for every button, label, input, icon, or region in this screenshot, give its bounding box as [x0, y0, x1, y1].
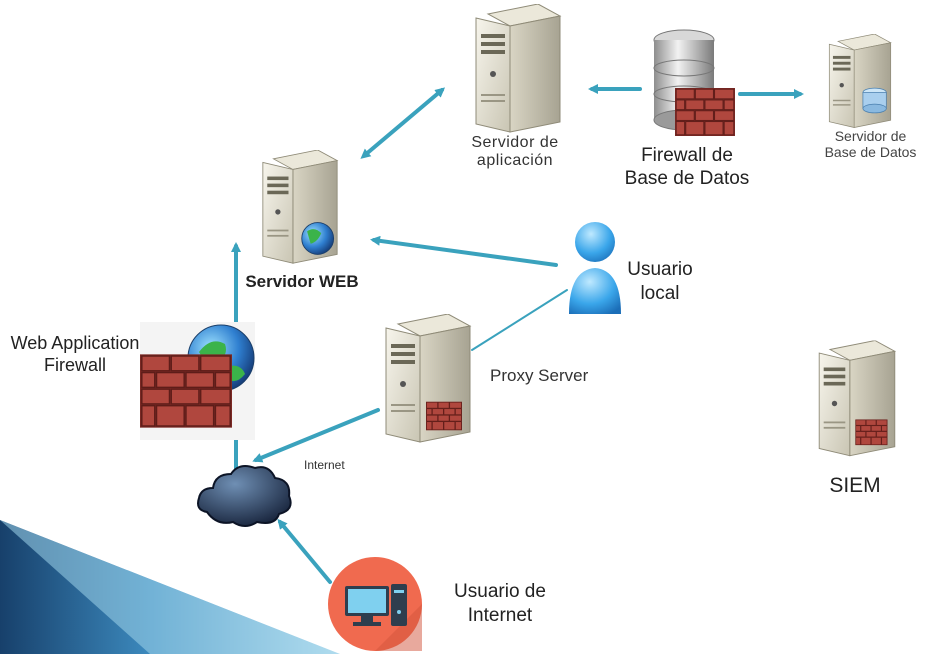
siem-label: SIEM	[829, 474, 881, 497]
arrow-iuser-internet	[277, 518, 332, 584]
cloud-icon	[197, 465, 292, 527]
arrow-proxy-internet	[252, 408, 380, 463]
db-server-icon	[820, 34, 900, 129]
app-server-icon	[458, 4, 578, 134]
proxy-server-icon	[378, 314, 478, 444]
waf-label-line2: Firewall	[43, 355, 106, 375]
db-firewall-brick-icon	[670, 88, 740, 136]
internet-label: Internet	[304, 458, 345, 472]
app-server-label: Servidor de aplicación	[440, 134, 590, 170]
waf-brick-icon	[140, 352, 232, 430]
web-server-icon	[250, 150, 350, 265]
local-user-label: Usuario local	[615, 258, 705, 306]
arrow-web-app	[360, 87, 446, 159]
local-user-label-line2: local	[640, 283, 680, 304]
internet-user-label-line1: Usuario de	[454, 581, 546, 602]
db-firewall-label-line2: Base de Datos	[624, 168, 750, 189]
waf-label-line1: Web Application	[10, 333, 140, 353]
waf-label: Web Application Firewall	[0, 332, 150, 376]
computer-icon	[328, 557, 422, 651]
db-server-label: Servidor de Base de Datos	[800, 128, 941, 160]
db-server-label-line2: Base de Datos	[824, 144, 917, 160]
proxy-server-label: Proxy Server	[490, 366, 589, 385]
local-user-label-line1: Usuario	[627, 259, 693, 280]
db-server-label-line1: Servidor de	[834, 128, 907, 144]
app-server-label-line1: Servidor de	[471, 134, 559, 151]
db-firewall-label: Firewall de Base de Datos	[612, 144, 762, 190]
arrow-user-web	[370, 235, 558, 267]
internet-user-label: Usuario de Internet	[430, 580, 570, 628]
internet-user-label-line2: Internet	[467, 605, 533, 626]
siem-server-icon	[812, 340, 902, 458]
local-user-icon	[569, 222, 621, 314]
line-user-proxy	[471, 289, 568, 351]
db-firewall-label-line1: Firewall de	[641, 145, 733, 166]
app-server-label-line2: aplicación	[476, 152, 554, 169]
web-server-label: Servidor WEB	[245, 272, 359, 291]
